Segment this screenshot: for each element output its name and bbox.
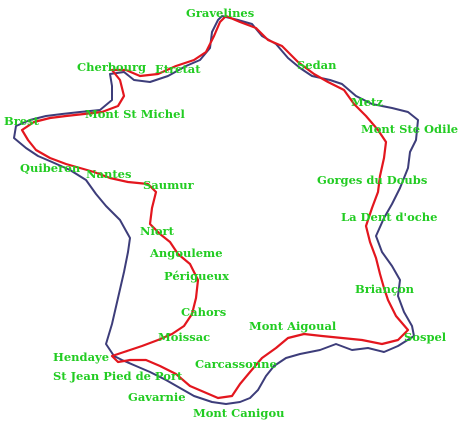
place-label-cahors: Cahors — [181, 305, 226, 319]
place-label-mont-canigou: Mont Canigou — [193, 406, 284, 420]
place-label-gorges-du-doubs: Gorges du Doubs — [317, 173, 427, 187]
place-label-gavarnie: Gavarnie — [128, 390, 186, 404]
place-label-nantes: Nantes — [86, 167, 131, 181]
place-label-sospel: Sospel — [404, 330, 447, 344]
place-label-mont-ste-odile: Mont Ste Odile — [361, 122, 458, 136]
place-label-moissac: Moissac — [158, 330, 210, 344]
place-label-brest: Brest — [4, 114, 40, 128]
place-label-la-dent-doche: La Dent d'oche — [341, 210, 437, 224]
place-label-saumur: Saumur — [143, 178, 195, 192]
place-label-sedan: Sedan — [297, 58, 337, 72]
place-label-carcassonne: Carcassonne — [195, 357, 277, 371]
place-label-quiberon: Quiberon — [20, 161, 81, 175]
place-label-mont-st-michel: Mont St Michel — [85, 107, 185, 121]
place-label-etretat: Etretat — [155, 62, 201, 76]
place-label-st-jean-pied-de-port: St Jean Pied de Port — [53, 369, 183, 383]
place-label-niort: Niort — [140, 224, 175, 238]
place-label-cherbourg: Cherbourg — [77, 60, 146, 74]
place-label-briancon: Briançon — [355, 282, 415, 296]
france-border-outline — [13, 15, 419, 405]
place-label-angouleme: Angouleme — [149, 246, 223, 260]
tour-route-line — [20, 14, 410, 400]
place-label-gravelines: Gravelines — [186, 6, 254, 20]
place-label-metz: Metz — [351, 95, 383, 109]
place-label-mont-aigoual: Mont Aigoual — [249, 319, 337, 333]
place-label-hendaye: Hendaye — [53, 350, 109, 364]
place-label-perigueux: Périgueux — [164, 269, 229, 283]
